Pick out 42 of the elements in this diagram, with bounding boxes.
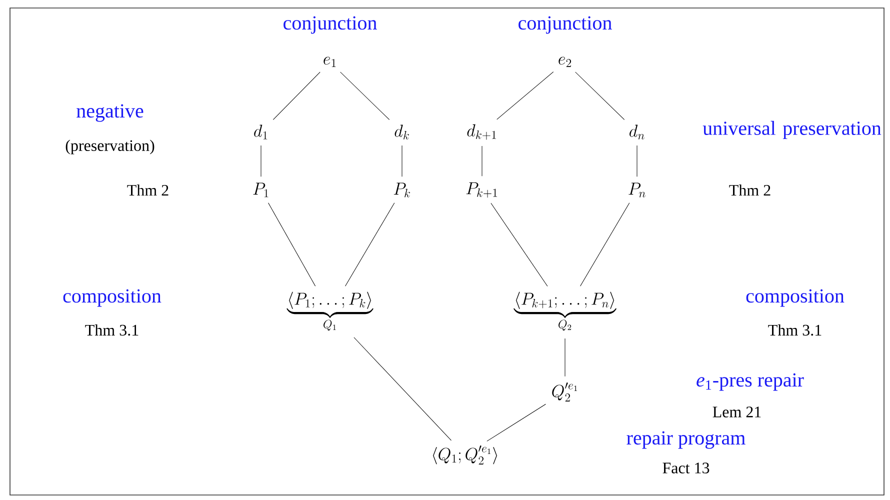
connector-line bbox=[486, 404, 546, 442]
connector-line bbox=[496, 72, 554, 120]
annotation-text: Thm 2 bbox=[729, 184, 770, 196]
math-term: $P_{k+1}$ bbox=[466, 182, 498, 198]
section-heading: e$_{1}$-pres repair bbox=[696, 373, 804, 391]
connector-line bbox=[636, 145, 638, 177]
connector-line bbox=[345, 202, 395, 286]
math-term: $\langle Q_1;Q_2'^{e_1}\rangle$ bbox=[433, 445, 497, 464]
section-heading: conjunction bbox=[518, 16, 612, 34]
math-term: $d_k$ bbox=[394, 124, 409, 140]
math-term: $P_k$ bbox=[394, 182, 410, 198]
section-heading: conjunction bbox=[284, 16, 377, 34]
connector-line bbox=[564, 338, 566, 377]
math-term: $e_1$ bbox=[324, 56, 336, 68]
connector-line bbox=[580, 202, 630, 286]
math-term: $Q_2'^{e_1}$ bbox=[552, 382, 578, 402]
annotation-text: (preservation) bbox=[66, 140, 154, 154]
connector-line bbox=[272, 72, 320, 120]
math-term: $\underbrace{\langle P_1;\ldots;P_k\rangle}_{Q_1}$ bbox=[286, 292, 374, 330]
annotation-text: Fact 13 bbox=[662, 462, 710, 474]
math-term: $\underbrace{\langle P_{k+1};\ldots;P_n\rangle}_{Q_2}$ bbox=[514, 292, 616, 330]
math-term: $P_1$ bbox=[253, 182, 268, 198]
section-heading: negative bbox=[76, 104, 144, 122]
connector-line bbox=[575, 72, 625, 120]
math-term: $d_n$ bbox=[630, 124, 644, 140]
math-term: $P_n$ bbox=[628, 182, 646, 198]
math-term: $d_1$ bbox=[254, 124, 268, 140]
section-heading: universal preservation bbox=[702, 120, 882, 140]
math-term: $e_2$ bbox=[558, 56, 572, 68]
connector-line bbox=[490, 202, 548, 286]
annotation-text: Lem 21 bbox=[712, 406, 761, 418]
section-heading: composition bbox=[63, 289, 162, 307]
connector-line bbox=[260, 145, 262, 177]
connector-line bbox=[340, 72, 390, 120]
annotation-text: Thm 2 bbox=[127, 184, 168, 196]
connector-line bbox=[268, 202, 316, 286]
section-heading: composition bbox=[746, 289, 844, 307]
annotation-text: Thm 3.1 bbox=[85, 324, 138, 336]
section-heading: repair program bbox=[626, 431, 746, 449]
math-term: $d_{k+1}$ bbox=[467, 124, 496, 140]
connector-line bbox=[354, 337, 452, 441]
annotation-text: Thm 3.1 bbox=[768, 324, 822, 336]
